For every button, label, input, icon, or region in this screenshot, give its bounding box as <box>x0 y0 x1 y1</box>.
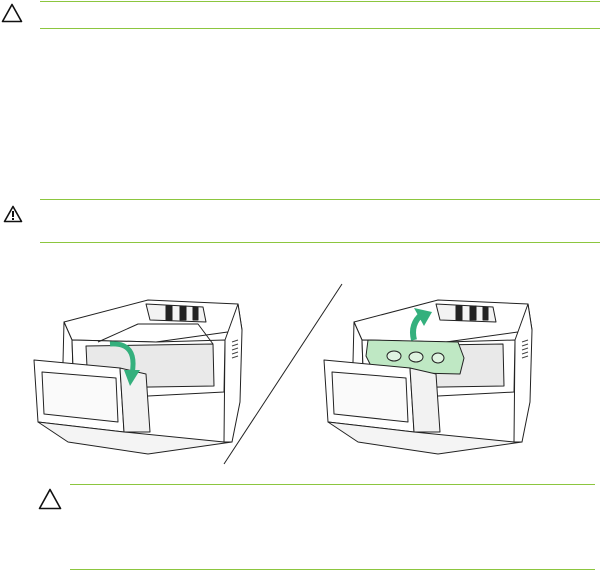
notice-bottom-rule <box>40 28 600 29</box>
notice-top-rule <box>40 199 600 200</box>
notice-bottom-rule <box>70 569 595 570</box>
panel-divider <box>223 283 343 465</box>
notice-top-rule <box>70 484 595 485</box>
printer-door-open-illustration <box>33 299 243 455</box>
printer-figure <box>33 283 533 465</box>
notice-bottom-rule <box>40 242 600 243</box>
caution-icon <box>38 488 62 510</box>
warning-icon <box>3 205 23 223</box>
printer-remove-cartridge-illustration <box>323 299 533 455</box>
caution-icon <box>1 3 23 23</box>
notice-top-rule <box>40 1 600 2</box>
